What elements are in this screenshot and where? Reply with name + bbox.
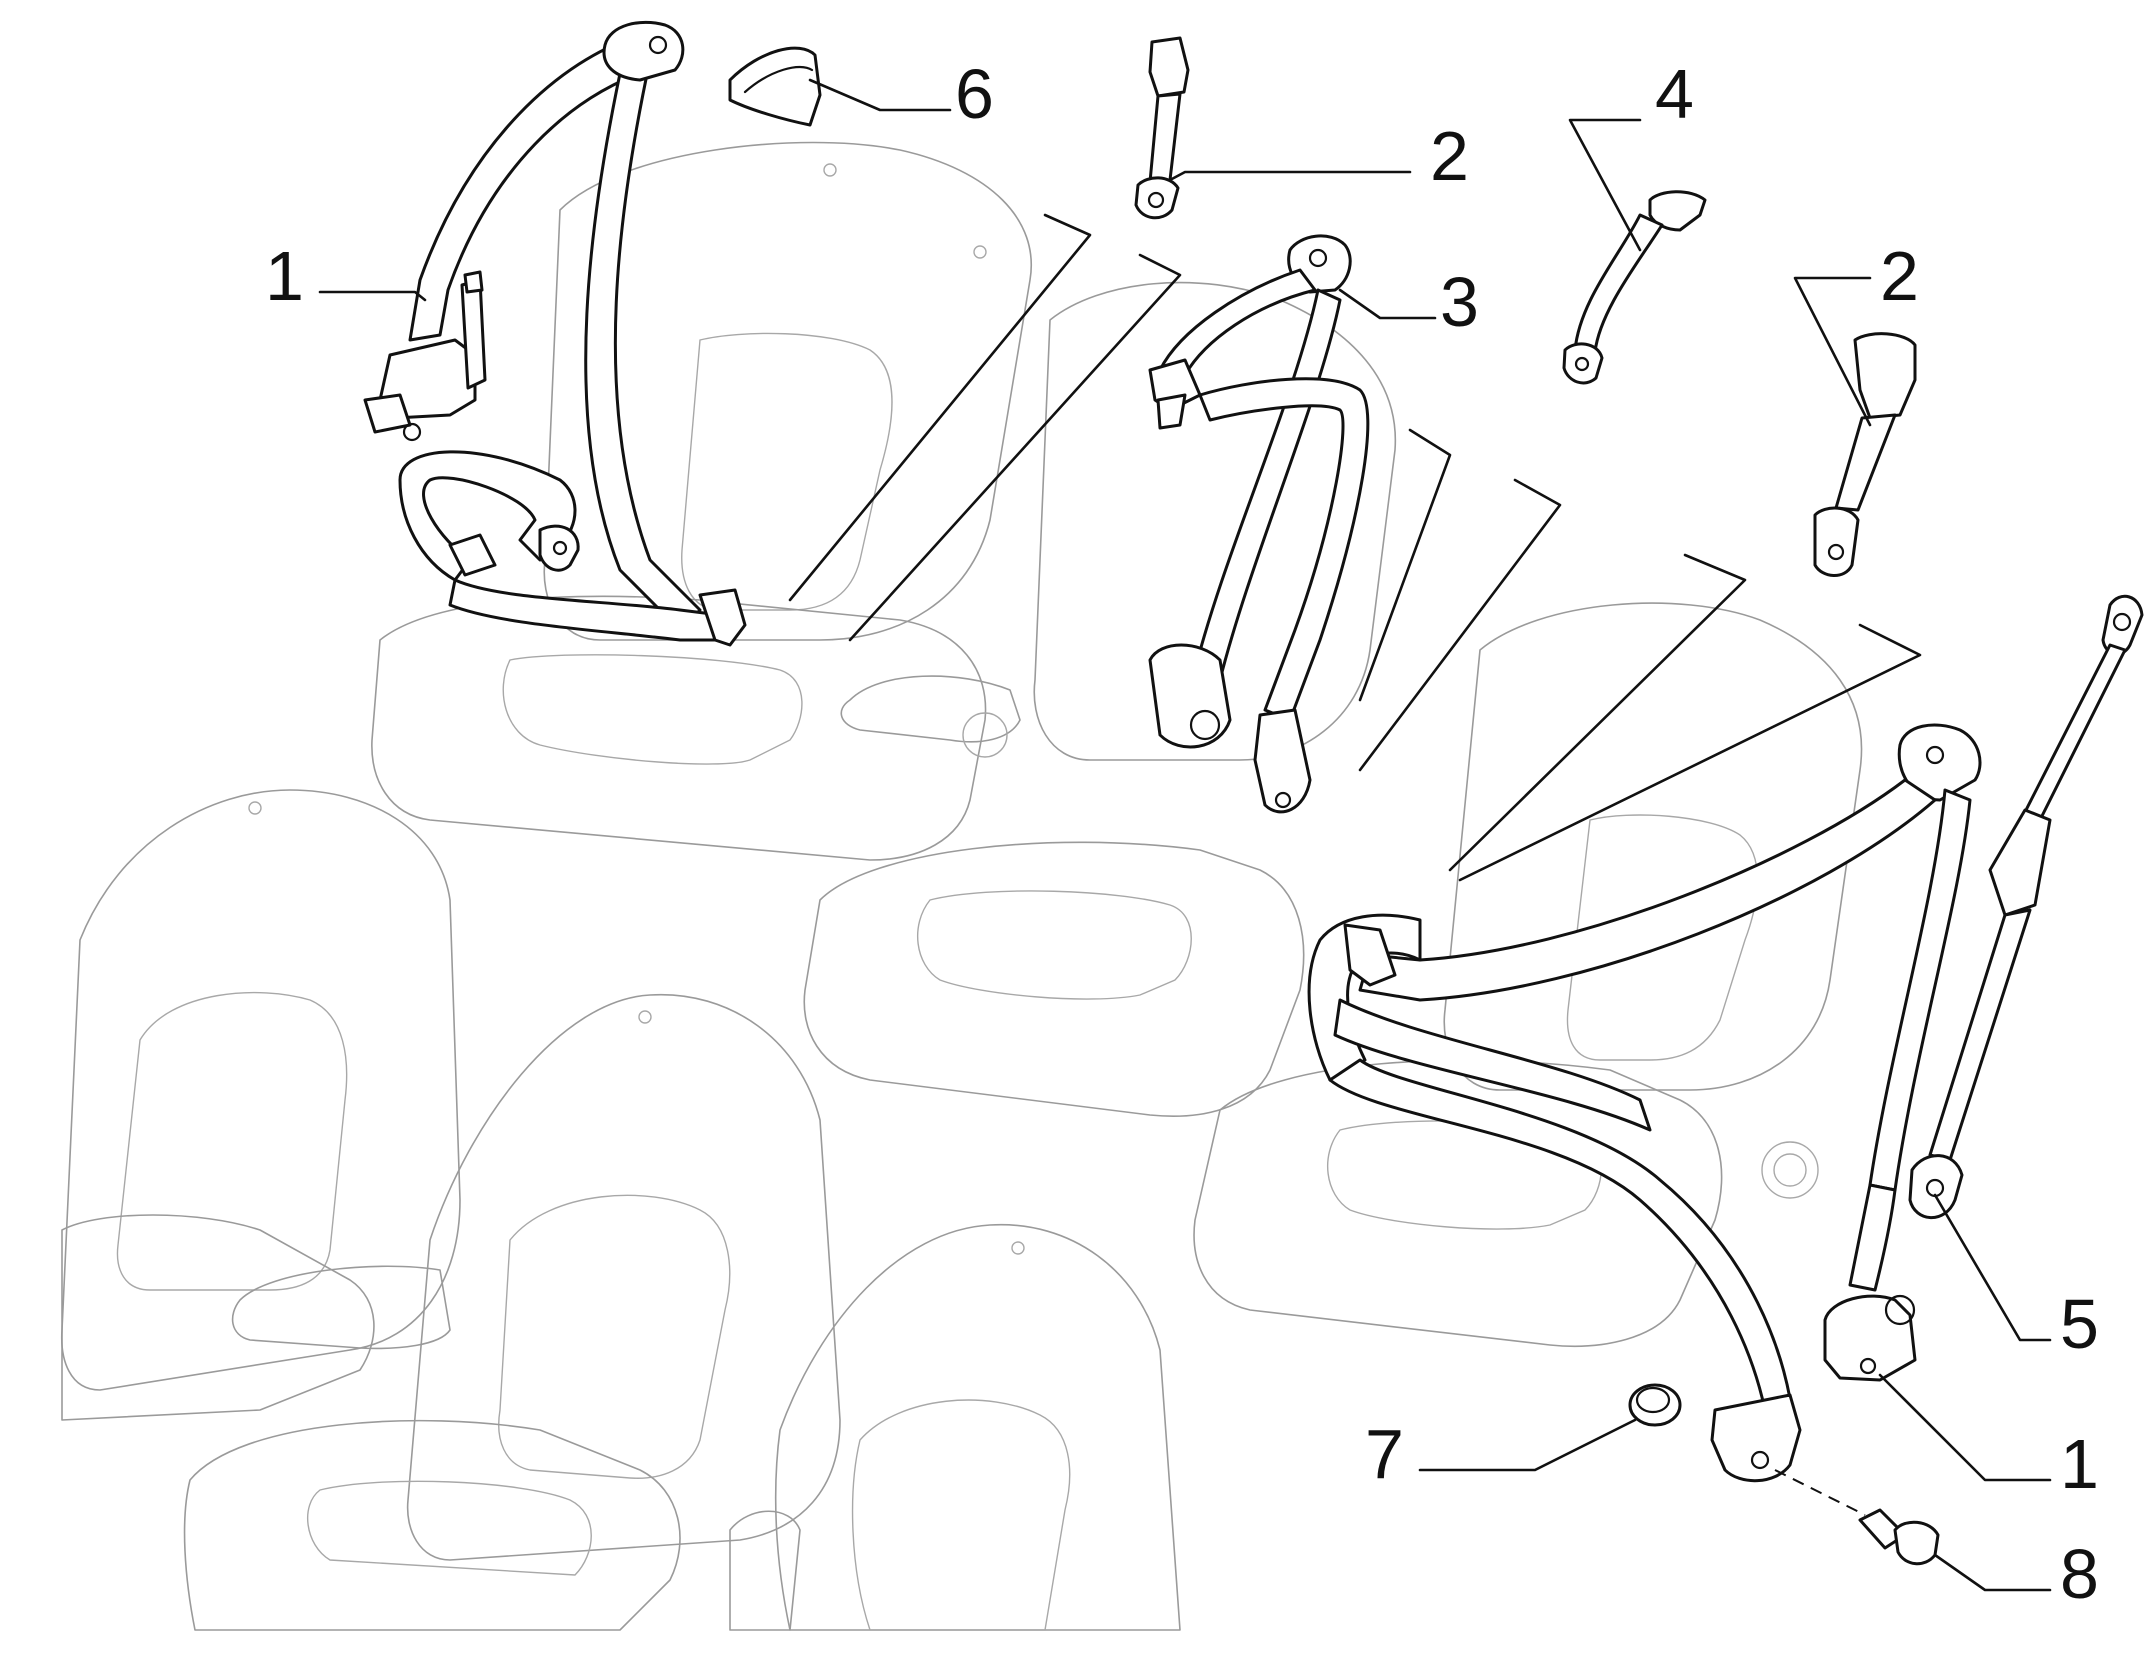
- part-2-buckle-stalk-upper: [1134, 36, 1190, 220]
- rear-seat-left: [371, 141, 1033, 861]
- part-4-curved-strap: [1562, 190, 1707, 385]
- callout-7: 7: [1365, 1415, 1404, 1493]
- part-5-anchor-rod: [1908, 594, 2144, 1220]
- seats-background: [60, 141, 1863, 1631]
- callout-6: 6: [955, 55, 994, 133]
- front-seat-right: [729, 1223, 1181, 1631]
- leader-lines: [318, 78, 2052, 1592]
- part-6-cover-cap: [728, 46, 822, 127]
- rear-seat-right: [1193, 602, 1863, 1347]
- callout-2-right: 2: [1880, 237, 1919, 315]
- part-1-left-belt-assembly: [363, 20, 747, 647]
- part-2-buckle-stalk-right: [1813, 332, 1917, 577]
- callout-4: 4: [1655, 55, 1694, 133]
- callout-5: 5: [2060, 1285, 2099, 1363]
- rear-seat-middle: [803, 281, 1397, 1117]
- callout-8: 8: [2060, 1535, 2099, 1613]
- callout-labels: 1 6 2 4 3 2 5 7 1 8: [265, 55, 2099, 1613]
- part-1-right-belt-assembly: [1307, 723, 1982, 1483]
- front-seat-left: [60, 789, 461, 1421]
- part-3-center-belt-assembly: [1148, 234, 1370, 814]
- part-8-bolt: [1774, 1469, 1940, 1566]
- callout-2-upper: 2: [1430, 117, 1469, 195]
- callout-1-upper-left: 1: [265, 237, 304, 315]
- callout-3: 3: [1440, 263, 1479, 341]
- front-seat-middle: [183, 993, 841, 1631]
- part-7-spacer: [1628, 1383, 1682, 1427]
- callout-1-lower-right: 1: [2060, 1425, 2099, 1503]
